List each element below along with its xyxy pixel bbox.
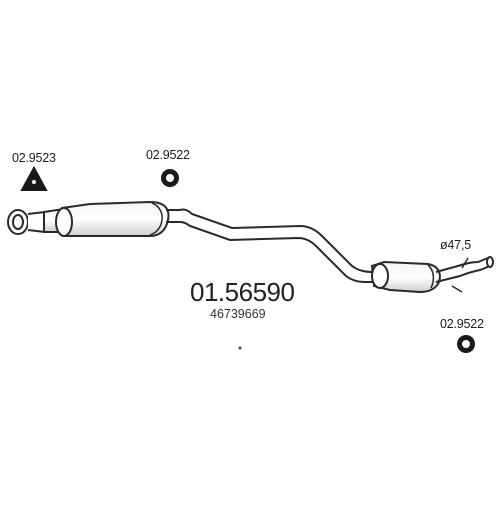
tail-pipe bbox=[435, 256, 494, 293]
dot-mark bbox=[238, 346, 242, 350]
hanger-ring-icon bbox=[161, 169, 179, 187]
intermediate-pipe bbox=[166, 208, 381, 283]
diameter-leader bbox=[461, 257, 469, 269]
part-code-label: 02.9523 bbox=[12, 151, 56, 165]
front-muffler bbox=[55, 200, 170, 237]
part-code-label: 02.9522 bbox=[146, 148, 190, 162]
hanger-triangle-icon bbox=[20, 165, 48, 191]
rear-muffler bbox=[370, 260, 441, 294]
inlet-flange bbox=[7, 209, 46, 235]
hanger-ring-icon bbox=[457, 335, 475, 353]
part-code-label: 02.9522 bbox=[440, 317, 484, 331]
oe-number: 46739669 bbox=[210, 307, 266, 321]
part-number: 01.56590 bbox=[190, 277, 295, 307]
diameter-label: ø47,5 bbox=[440, 238, 471, 252]
